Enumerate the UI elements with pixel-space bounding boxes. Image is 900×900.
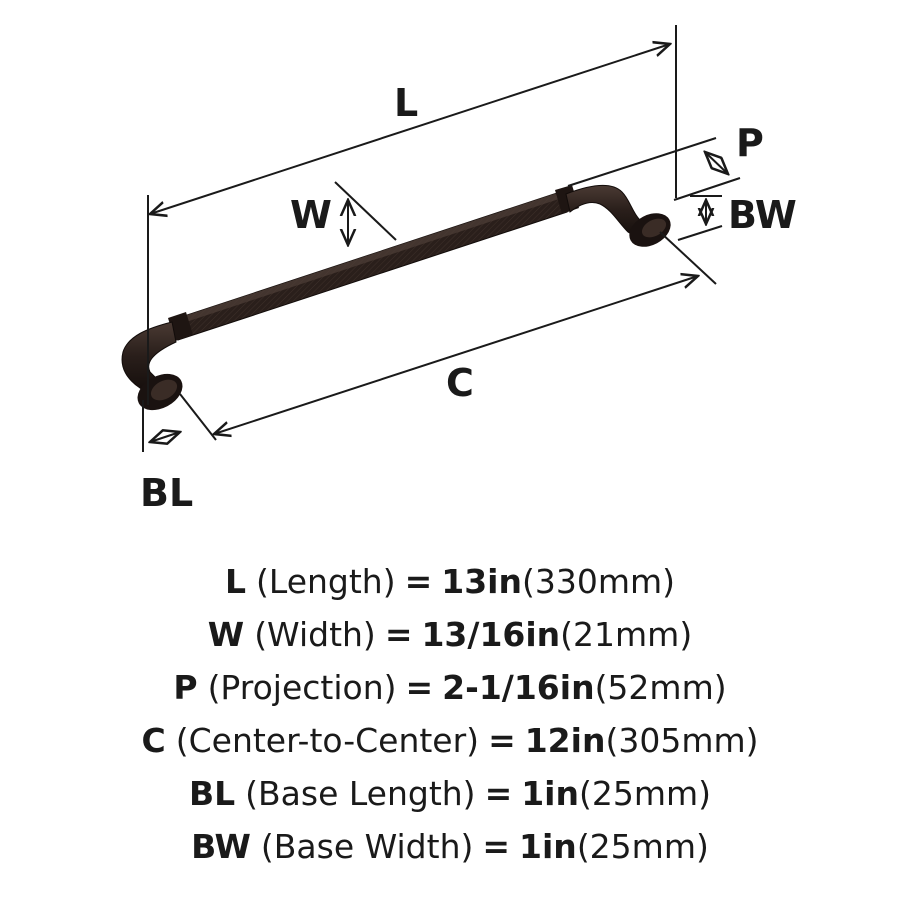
spec-value: 13in	[441, 562, 522, 601]
label-bl: BL	[140, 471, 194, 515]
spec-metric: (52mm)	[594, 668, 727, 707]
spec-name: (Projection)	[207, 668, 397, 707]
spec-row-base-width: BW (Base Width) = 1in (25mm)	[0, 827, 900, 880]
spec-name: (Center-to-Center)	[175, 721, 480, 760]
w-extension	[334, 181, 397, 241]
handle-left-leg	[121, 321, 183, 411]
c-dimension-line	[214, 276, 698, 434]
spec-equals: =	[482, 827, 511, 866]
spec-equals: =	[405, 668, 434, 707]
bw-extension-bottom	[677, 225, 723, 241]
spec-metric: (25mm)	[579, 774, 712, 813]
spec-value: 1in	[519, 827, 577, 866]
dimension-lines	[142, 25, 741, 452]
spec-equals: =	[488, 721, 516, 760]
spec-metric: (21mm)	[560, 615, 693, 654]
p-extension-top	[567, 137, 717, 187]
spec-equals: =	[484, 774, 513, 813]
l-dimension-line	[150, 44, 670, 214]
p-extension-bottom	[673, 177, 741, 201]
pull-handle-drawing	[121, 25, 741, 452]
label-l: L	[394, 81, 419, 125]
spec-metric: (330mm)	[521, 562, 676, 601]
spec-row-width: W (Width) = 13/16in (21mm)	[0, 615, 900, 668]
spec-row-center-to-center: C (Center-to-Center) = 12in (305mm)	[0, 721, 900, 774]
handle-right-leg	[565, 185, 671, 247]
spec-value: 1in	[521, 774, 579, 813]
c-extension-left	[179, 393, 217, 441]
spec-row-base-length: BL (Base Length) = 1in (25mm)	[0, 774, 900, 827]
spec-abbr: W	[207, 615, 245, 654]
label-p: P	[736, 121, 764, 165]
spec-equals: =	[384, 615, 413, 654]
dimension-diagram: L W P BW C BL	[121, 25, 797, 515]
spec-row-length: L (Length) = 13in (330mm)	[0, 562, 900, 615]
spec-abbr: P	[173, 668, 198, 707]
c-extension-right	[659, 231, 717, 285]
bl-dimension-line	[150, 432, 180, 442]
handle-bar	[168, 185, 579, 341]
spec-name: (Base Width)	[260, 827, 474, 866]
spec-abbr: BW	[191, 827, 251, 866]
spec-name: (Base Length)	[245, 774, 476, 813]
spec-value: 2-1/16in	[442, 668, 595, 707]
label-bw: BW	[728, 193, 797, 237]
spec-name: (Length)	[256, 562, 396, 601]
spec-value: 12in	[524, 721, 606, 760]
spec-name: (Width)	[254, 615, 376, 654]
label-c: C	[446, 361, 474, 405]
spec-abbr: C	[141, 721, 166, 760]
spec-value: 13/16in	[421, 615, 561, 654]
spec-equals: =	[404, 562, 433, 601]
spec-list: L (Length) = 13in (330mm) W (Width) = 13…	[0, 562, 900, 880]
spec-metric: (25mm)	[576, 827, 709, 866]
spec-abbr: BL	[188, 774, 236, 813]
spec-abbr: L	[224, 562, 247, 601]
label-w: W	[290, 193, 332, 237]
spec-metric: (305mm)	[605, 721, 759, 760]
p-dimension-line	[705, 152, 728, 174]
spec-row-projection: P (Projection) = 2-1/16in (52mm)	[0, 668, 900, 721]
